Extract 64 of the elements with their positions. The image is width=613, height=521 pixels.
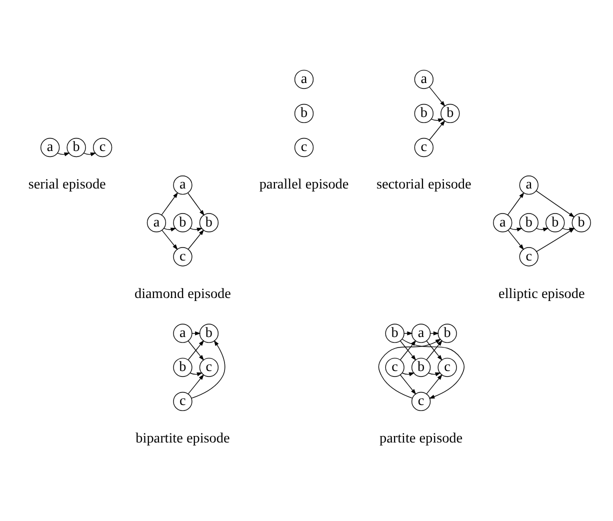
node-circle: a (519, 175, 538, 194)
arrow (188, 192, 204, 216)
node-circle: c (385, 357, 404, 376)
node-circle: a (146, 212, 166, 232)
node-circle: c (294, 137, 314, 157)
arrow (57, 152, 70, 156)
label: sectorial episode (376, 176, 472, 192)
arrow (429, 86, 446, 106)
node-circle: b (572, 212, 591, 232)
arrow (426, 374, 442, 394)
node-circle: a (173, 323, 192, 342)
node-circle: a (40, 137, 60, 157)
label: parallel episode (259, 176, 349, 192)
node-circle: c (438, 357, 457, 376)
arrow (400, 374, 416, 394)
arrow (428, 372, 441, 376)
arrow (161, 192, 178, 215)
node-circle: b (294, 103, 314, 123)
node-circle: b (173, 212, 192, 232)
node-circle: b (173, 357, 192, 376)
node-circle: a (493, 212, 512, 232)
node-circle: b (519, 212, 538, 232)
arrow (378, 338, 442, 398)
arrow (188, 229, 204, 249)
arrow (562, 227, 576, 231)
node-circle: a (411, 323, 431, 342)
arrow (83, 152, 96, 156)
node-circle: b (546, 212, 565, 232)
arrow (508, 229, 524, 250)
label: diamond episode (134, 285, 231, 302)
arrow (190, 372, 203, 376)
node-circle: c (173, 391, 192, 411)
arrow (190, 227, 203, 231)
label: bipartite episode (136, 430, 230, 446)
arrow (536, 190, 575, 217)
node-circle: c (199, 357, 219, 376)
node-circle: b (438, 323, 457, 342)
node-circle: b (385, 323, 404, 342)
node-circle: b (66, 137, 86, 157)
arrow (510, 227, 523, 231)
node-circle: b (414, 103, 434, 123)
node-circle: a (414, 69, 434, 88)
node-circle: c (173, 246, 192, 266)
node-circle: c (93, 137, 112, 157)
arrow (430, 118, 444, 122)
label: serial episode (28, 176, 106, 192)
node-circle: c (411, 391, 431, 411)
node-circle: b (199, 212, 219, 232)
node-circle: b (440, 103, 460, 123)
node-circle: c (519, 246, 538, 266)
node-circle: a (294, 69, 314, 88)
label: partite episode (380, 430, 463, 446)
node-circle: b (411, 357, 431, 376)
arrow (507, 192, 524, 215)
node-circle: b (199, 323, 219, 342)
arrow (162, 229, 178, 250)
arrow (164, 227, 176, 231)
arrow (191, 340, 226, 398)
node-circle: c (414, 137, 434, 157)
arrow (188, 374, 204, 394)
node-circle: a (173, 175, 192, 194)
arrow (536, 227, 549, 231)
label: elliptic episode (498, 285, 585, 302)
arrow (429, 120, 446, 140)
